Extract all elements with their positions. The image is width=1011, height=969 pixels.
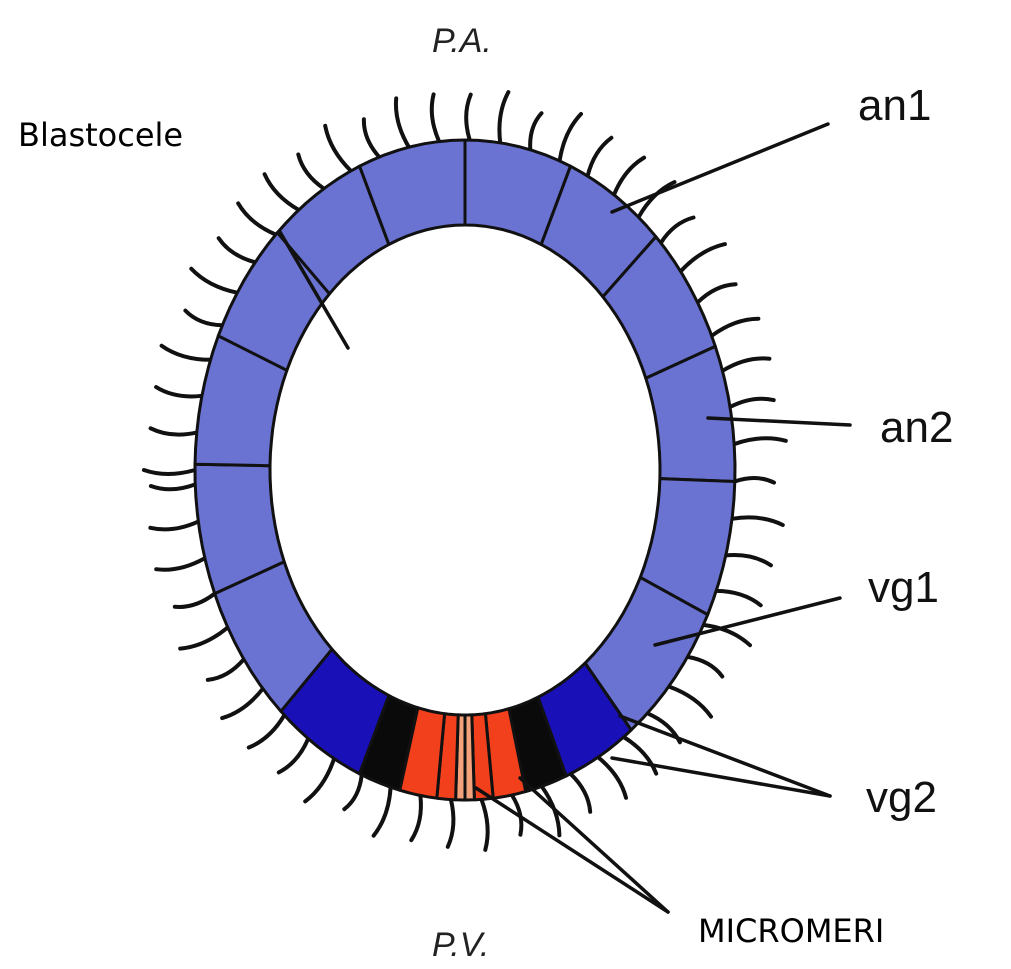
- cilium: [374, 787, 391, 836]
- cilium: [156, 558, 205, 570]
- cilium: [598, 757, 626, 798]
- cilium: [208, 659, 244, 680]
- cilium: [344, 775, 361, 809]
- cilium: [735, 478, 774, 483]
- leader-line-vg2-a: [620, 716, 830, 796]
- cilium: [279, 739, 308, 773]
- cilium: [364, 119, 379, 157]
- cilium: [144, 470, 195, 474]
- vegetal-pole-label: P.V.: [432, 926, 489, 964]
- cilium: [716, 591, 761, 605]
- leader-line-vg2-b: [612, 758, 830, 796]
- cilium: [723, 358, 770, 370]
- cilium: [466, 95, 471, 141]
- micromeri-label: MICROMERI: [698, 912, 884, 950]
- cilium: [175, 594, 215, 607]
- cilium: [305, 759, 334, 802]
- cilium: [734, 438, 786, 444]
- cilium: [265, 174, 299, 210]
- cilium: [571, 774, 591, 812]
- cilium: [185, 311, 222, 326]
- cilium: [238, 203, 276, 234]
- cilium: [712, 319, 759, 336]
- cilium: [661, 218, 694, 243]
- cilium: [298, 155, 324, 189]
- leader-line-an1: [612, 124, 828, 212]
- cilium: [681, 244, 725, 271]
- blastocele-label: Blastocele: [18, 116, 183, 154]
- leader-line-micromeri-b: [520, 778, 668, 912]
- cilium: [482, 799, 488, 849]
- cilium: [499, 92, 508, 143]
- cilium: [156, 387, 202, 396]
- cilium: [448, 800, 454, 847]
- leader-line-micromeri-a: [476, 788, 668, 912]
- cilium: [698, 284, 736, 302]
- vg1-label: vg1: [868, 563, 939, 612]
- cilium: [432, 94, 439, 141]
- cilium: [222, 689, 263, 718]
- cilium: [151, 428, 197, 434]
- cilium: [411, 796, 421, 841]
- cilium: [151, 484, 195, 489]
- cilium: [726, 555, 771, 565]
- cilium: [162, 346, 211, 360]
- cilium: [325, 126, 351, 171]
- vg2-label: vg2: [866, 773, 937, 822]
- cilium: [150, 522, 198, 530]
- cilium: [249, 715, 284, 747]
- cilium: [614, 158, 644, 195]
- cilium: [669, 687, 711, 717]
- an1-label: an1: [858, 81, 931, 130]
- animal-pole-label: P.A.: [432, 22, 492, 60]
- cilium: [530, 113, 541, 150]
- cilium: [560, 114, 581, 161]
- cilium: [396, 98, 409, 147]
- cilium: [730, 399, 774, 407]
- cilium: [688, 657, 723, 677]
- cilium: [588, 138, 612, 176]
- cell-layer: [195, 140, 735, 800]
- cilium: [191, 269, 237, 293]
- cilium: [732, 517, 783, 525]
- cilium: [180, 628, 228, 649]
- an2-label: an2: [880, 403, 953, 452]
- cilium: [219, 238, 256, 262]
- cilium: [624, 737, 657, 774]
